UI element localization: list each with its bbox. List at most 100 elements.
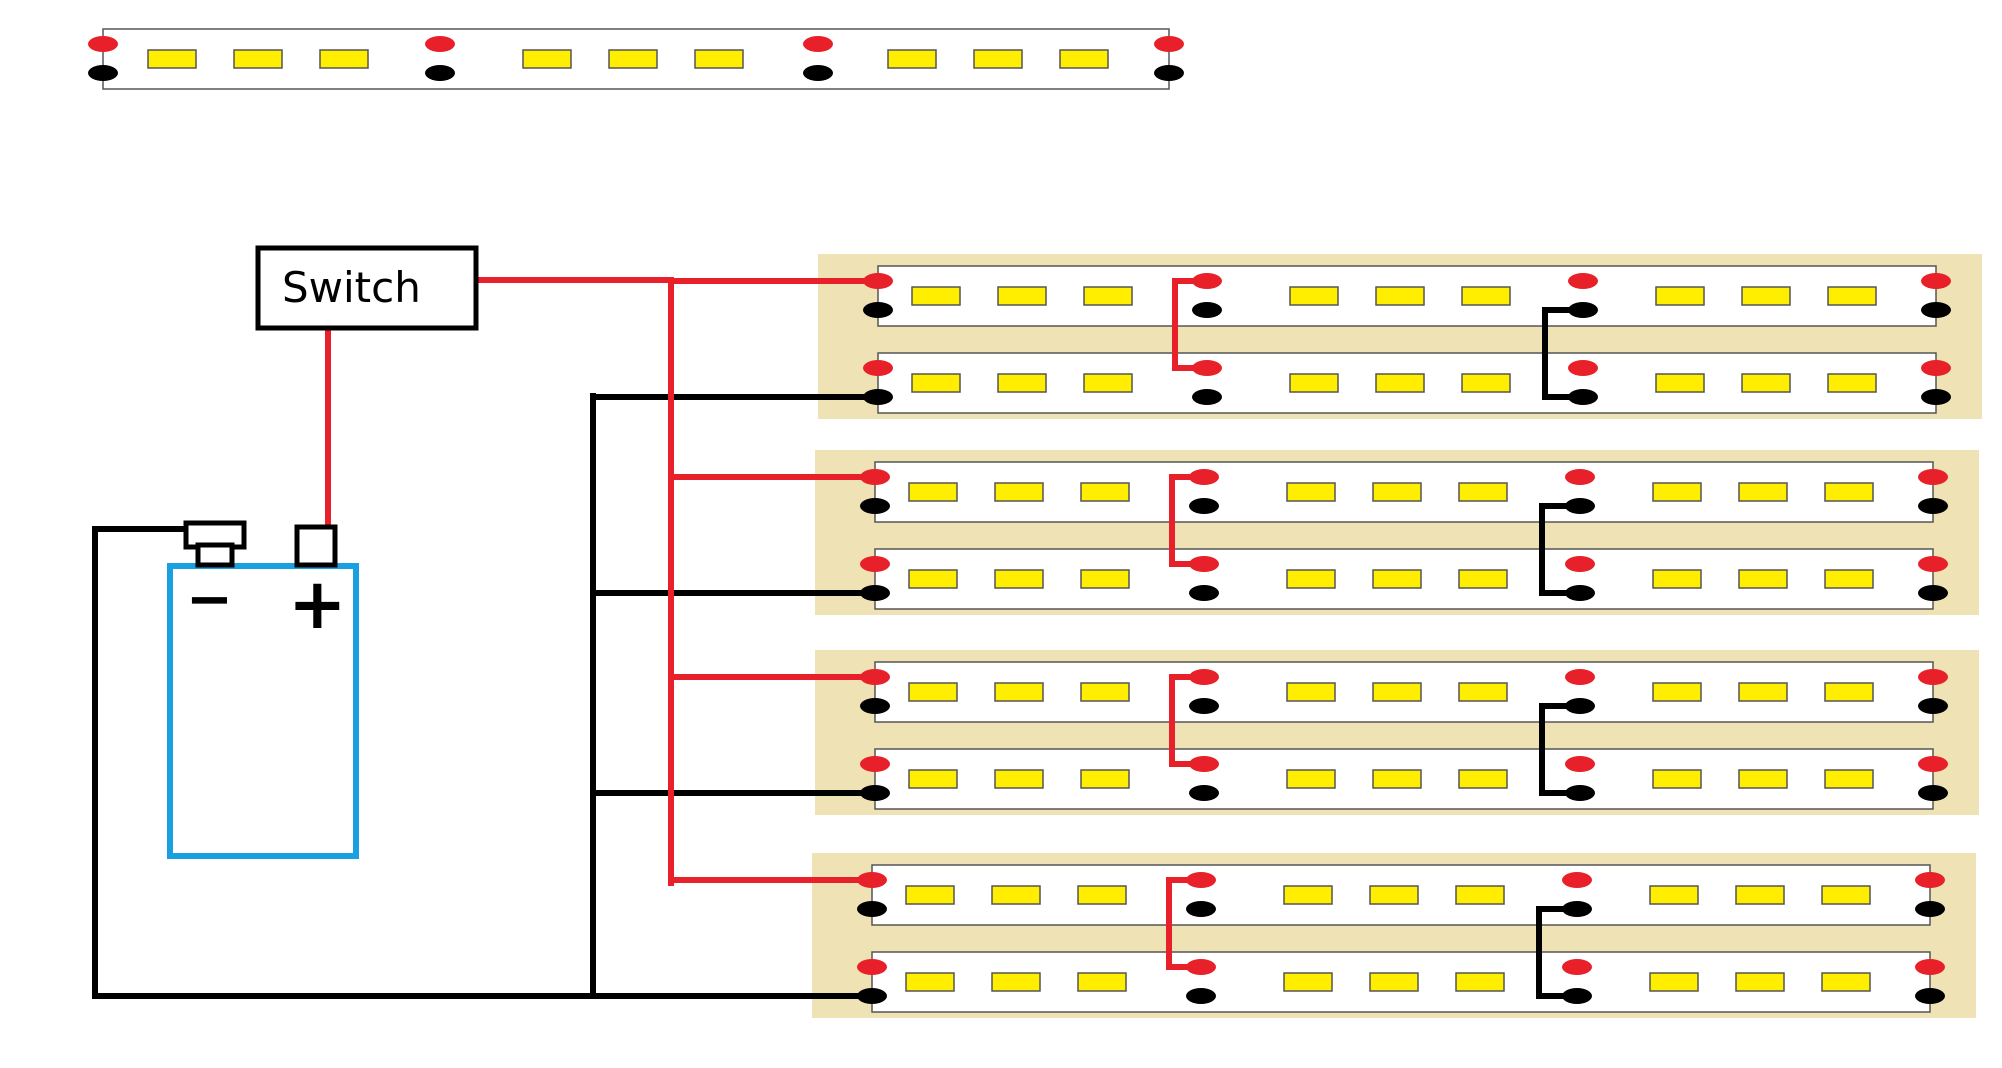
- panel-1-strip-b-pad-minus-cut-2: [1568, 389, 1598, 405]
- panel-3-strip-b-pad-plus-right: [1918, 756, 1948, 772]
- panel-3-strip-a-led-2-3: [1458, 682, 1508, 702]
- panel-4-strip-a-pad-plus-cut-1: [1186, 872, 1216, 888]
- legend-strip-led-1-3: [319, 49, 369, 69]
- panel-3-positive-jumper: [1169, 674, 1204, 767]
- panel-3-strip-b-led-2-2: [1372, 769, 1422, 789]
- panel-1-strip-b-pad-minus-cut-1: [1192, 389, 1222, 405]
- panel-4-strip-b-led-3-3: [1821, 972, 1871, 992]
- panel-1-strip-a-led-2-3: [1461, 286, 1511, 306]
- panel-3-strip-a-pad-plus-cut-1: [1189, 669, 1219, 685]
- panel-3-strip-a-led-1-3: [1080, 682, 1130, 702]
- panel-4-strip-b-pad-minus-cut-2: [1562, 988, 1592, 1004]
- legend-strip-pad-minus-right: [1154, 65, 1184, 81]
- panel-1-strip-a-led-1-1: [911, 286, 961, 306]
- jumpers-layer: [1166, 278, 1583, 999]
- legend-strip-pad-plus-right: [1154, 36, 1184, 52]
- panel-2-strip-b-led-1-1: [908, 569, 958, 589]
- panel-4-strip-a-led-3-2: [1735, 885, 1785, 905]
- panel-2-strip-b-pad-minus-cut-2: [1565, 585, 1595, 601]
- panel-3-strip-a-pad-plus-left: [860, 669, 890, 685]
- panel-4-strip-a-led-1-2: [991, 885, 1041, 905]
- panel-2-strip-a-pad-plus-right: [1918, 469, 1948, 485]
- negative-terminal-post: [195, 542, 235, 568]
- panel-4-negative-jumper: [1536, 906, 1577, 999]
- panel-2-strip-b-pad-plus-cut-1: [1189, 556, 1219, 572]
- panel-3-strip-a-led-3-2: [1738, 682, 1788, 702]
- panel-4-strip-b-led-1-1: [905, 972, 955, 992]
- panel-1-strip-b-pad-minus-left: [863, 389, 893, 405]
- panel-1-strip-b-led-1-1: [911, 373, 961, 393]
- panel-2-strip-b-led-3-3: [1824, 569, 1874, 589]
- panel-4-strip-a-led-2-2: [1369, 885, 1419, 905]
- panel-1-strip-a-led-1-2: [997, 286, 1047, 306]
- legend-strip-pad-minus-left: [88, 65, 118, 81]
- panel-4-strip-b-led-3-1: [1649, 972, 1699, 992]
- panel-1-strip-b-led-3-2: [1741, 373, 1791, 393]
- panel-2-positive-jumper: [1169, 474, 1204, 567]
- panel-1-strip-a-pad-minus-cut-2: [1568, 302, 1598, 318]
- panel-3-strip-b-pad-minus-cut-2: [1565, 785, 1595, 801]
- panel-2-strip-b-pad-plus-left: [860, 556, 890, 572]
- panel-1-strip-a-pad-plus-cut-1: [1192, 273, 1222, 289]
- panel-1-strip-a-pad-plus-left: [863, 273, 893, 289]
- panel-1-strip-a-pad-minus-right: [1921, 302, 1951, 318]
- panel-1-strip-a-led-3-1: [1655, 286, 1705, 306]
- panel-2-strip-b-pad-minus-left: [860, 585, 890, 601]
- panel-2-strip-a-pad-plus-cut-1: [1189, 469, 1219, 485]
- panel-2-strip-b-led-2-3: [1458, 569, 1508, 589]
- legend-strip-pad-minus-cut-1: [425, 65, 455, 81]
- switch-label: Switch: [282, 263, 421, 312]
- panel-4-strip-a-led-1-1: [905, 885, 955, 905]
- panel-2-strip-a-led-3-3: [1824, 482, 1874, 502]
- strips-layer: [102, 28, 1937, 1013]
- panel-4-strip-b-led-2-1: [1283, 972, 1333, 992]
- panel-2-strip-b-pad-plus-cut-2: [1565, 556, 1595, 572]
- panel-4-strip-b-led-1-3: [1077, 972, 1127, 992]
- pads-layer: [88, 36, 1951, 1004]
- panel-3-strip-b-led-1-2: [994, 769, 1044, 789]
- panel-3-strip-b-led-1-3: [1080, 769, 1130, 789]
- panel-1-negative-jumper: [1542, 307, 1583, 400]
- legend-strip-led-1-2: [233, 49, 283, 69]
- panel-1-strip-b-pad-plus-left: [863, 360, 893, 376]
- panel-3-strip-a-pad-minus-right: [1918, 698, 1948, 714]
- panel-3-strip-b-pad-plus-cut-1: [1189, 756, 1219, 772]
- battery-negative-return-wire: [92, 526, 881, 999]
- panel-3-strip-a-pad-minus-cut-2: [1565, 698, 1595, 714]
- panel-3-strip-b-led-3-1: [1652, 769, 1702, 789]
- switch-box[interactable]: [255, 245, 479, 331]
- panel-2-strip-a-pad-minus-cut-2: [1565, 498, 1595, 514]
- negative-terminal: [183, 520, 247, 568]
- panel-4-strip-b-led-2-3: [1455, 972, 1505, 992]
- panel-2-strip-a-led-2-3: [1458, 482, 1508, 502]
- panel-2-strip-b-led-2-2: [1372, 569, 1422, 589]
- panel-1-strip-a-led-2-2: [1375, 286, 1425, 306]
- panel-2-strip-a-pad-plus-left: [860, 469, 890, 485]
- battery: − +: [167, 520, 359, 859]
- panel-1-strip-a-pad-minus-cut-1: [1192, 302, 1222, 318]
- panel-2-strip-b-led-3-2: [1738, 569, 1788, 589]
- panel-1-strip-b-led-3-1: [1655, 373, 1705, 393]
- panel-4-strip-b-led-1-2: [991, 972, 1041, 992]
- panel-1-strip-a-pad-plus-right: [1921, 273, 1951, 289]
- panel-2-strip-b-led-2-1: [1286, 569, 1336, 589]
- panel-4-strip-a-led-3-1: [1649, 885, 1699, 905]
- panel-1-strip-b-led-1-3: [1083, 373, 1133, 393]
- panel-3-strip-b-led-2-3: [1458, 769, 1508, 789]
- panel-1-strip-a-pad-plus-cut-2: [1568, 273, 1598, 289]
- panel-1-strip-a-led-3-2: [1741, 286, 1791, 306]
- panel-4-strip-b-pad-minus-right: [1915, 988, 1945, 1004]
- legend-strip-pad-plus-left: [88, 36, 118, 52]
- panel-1-strip-b-led-2-3: [1461, 373, 1511, 393]
- legend-strip-led-3-2: [973, 49, 1023, 69]
- panel-4-strip-a-pad-plus-left: [857, 872, 887, 888]
- panel-2-strip-a-led-3-2: [1738, 482, 1788, 502]
- panel-3-strip-a-led-3-1: [1652, 682, 1702, 702]
- switch[interactable]: Switch: [255, 245, 479, 331]
- panel-1-strip-b-pad-plus-cut-2: [1568, 360, 1598, 376]
- wires-layer: [92, 277, 881, 999]
- panel-4-strip-b-pad-plus-cut-2: [1562, 959, 1592, 975]
- panel-3-strip-a-pad-plus-cut-2: [1565, 669, 1595, 685]
- panel-3-strip-b-led-3-3: [1824, 769, 1874, 789]
- panel-4-strip-b-led-3-2: [1735, 972, 1785, 992]
